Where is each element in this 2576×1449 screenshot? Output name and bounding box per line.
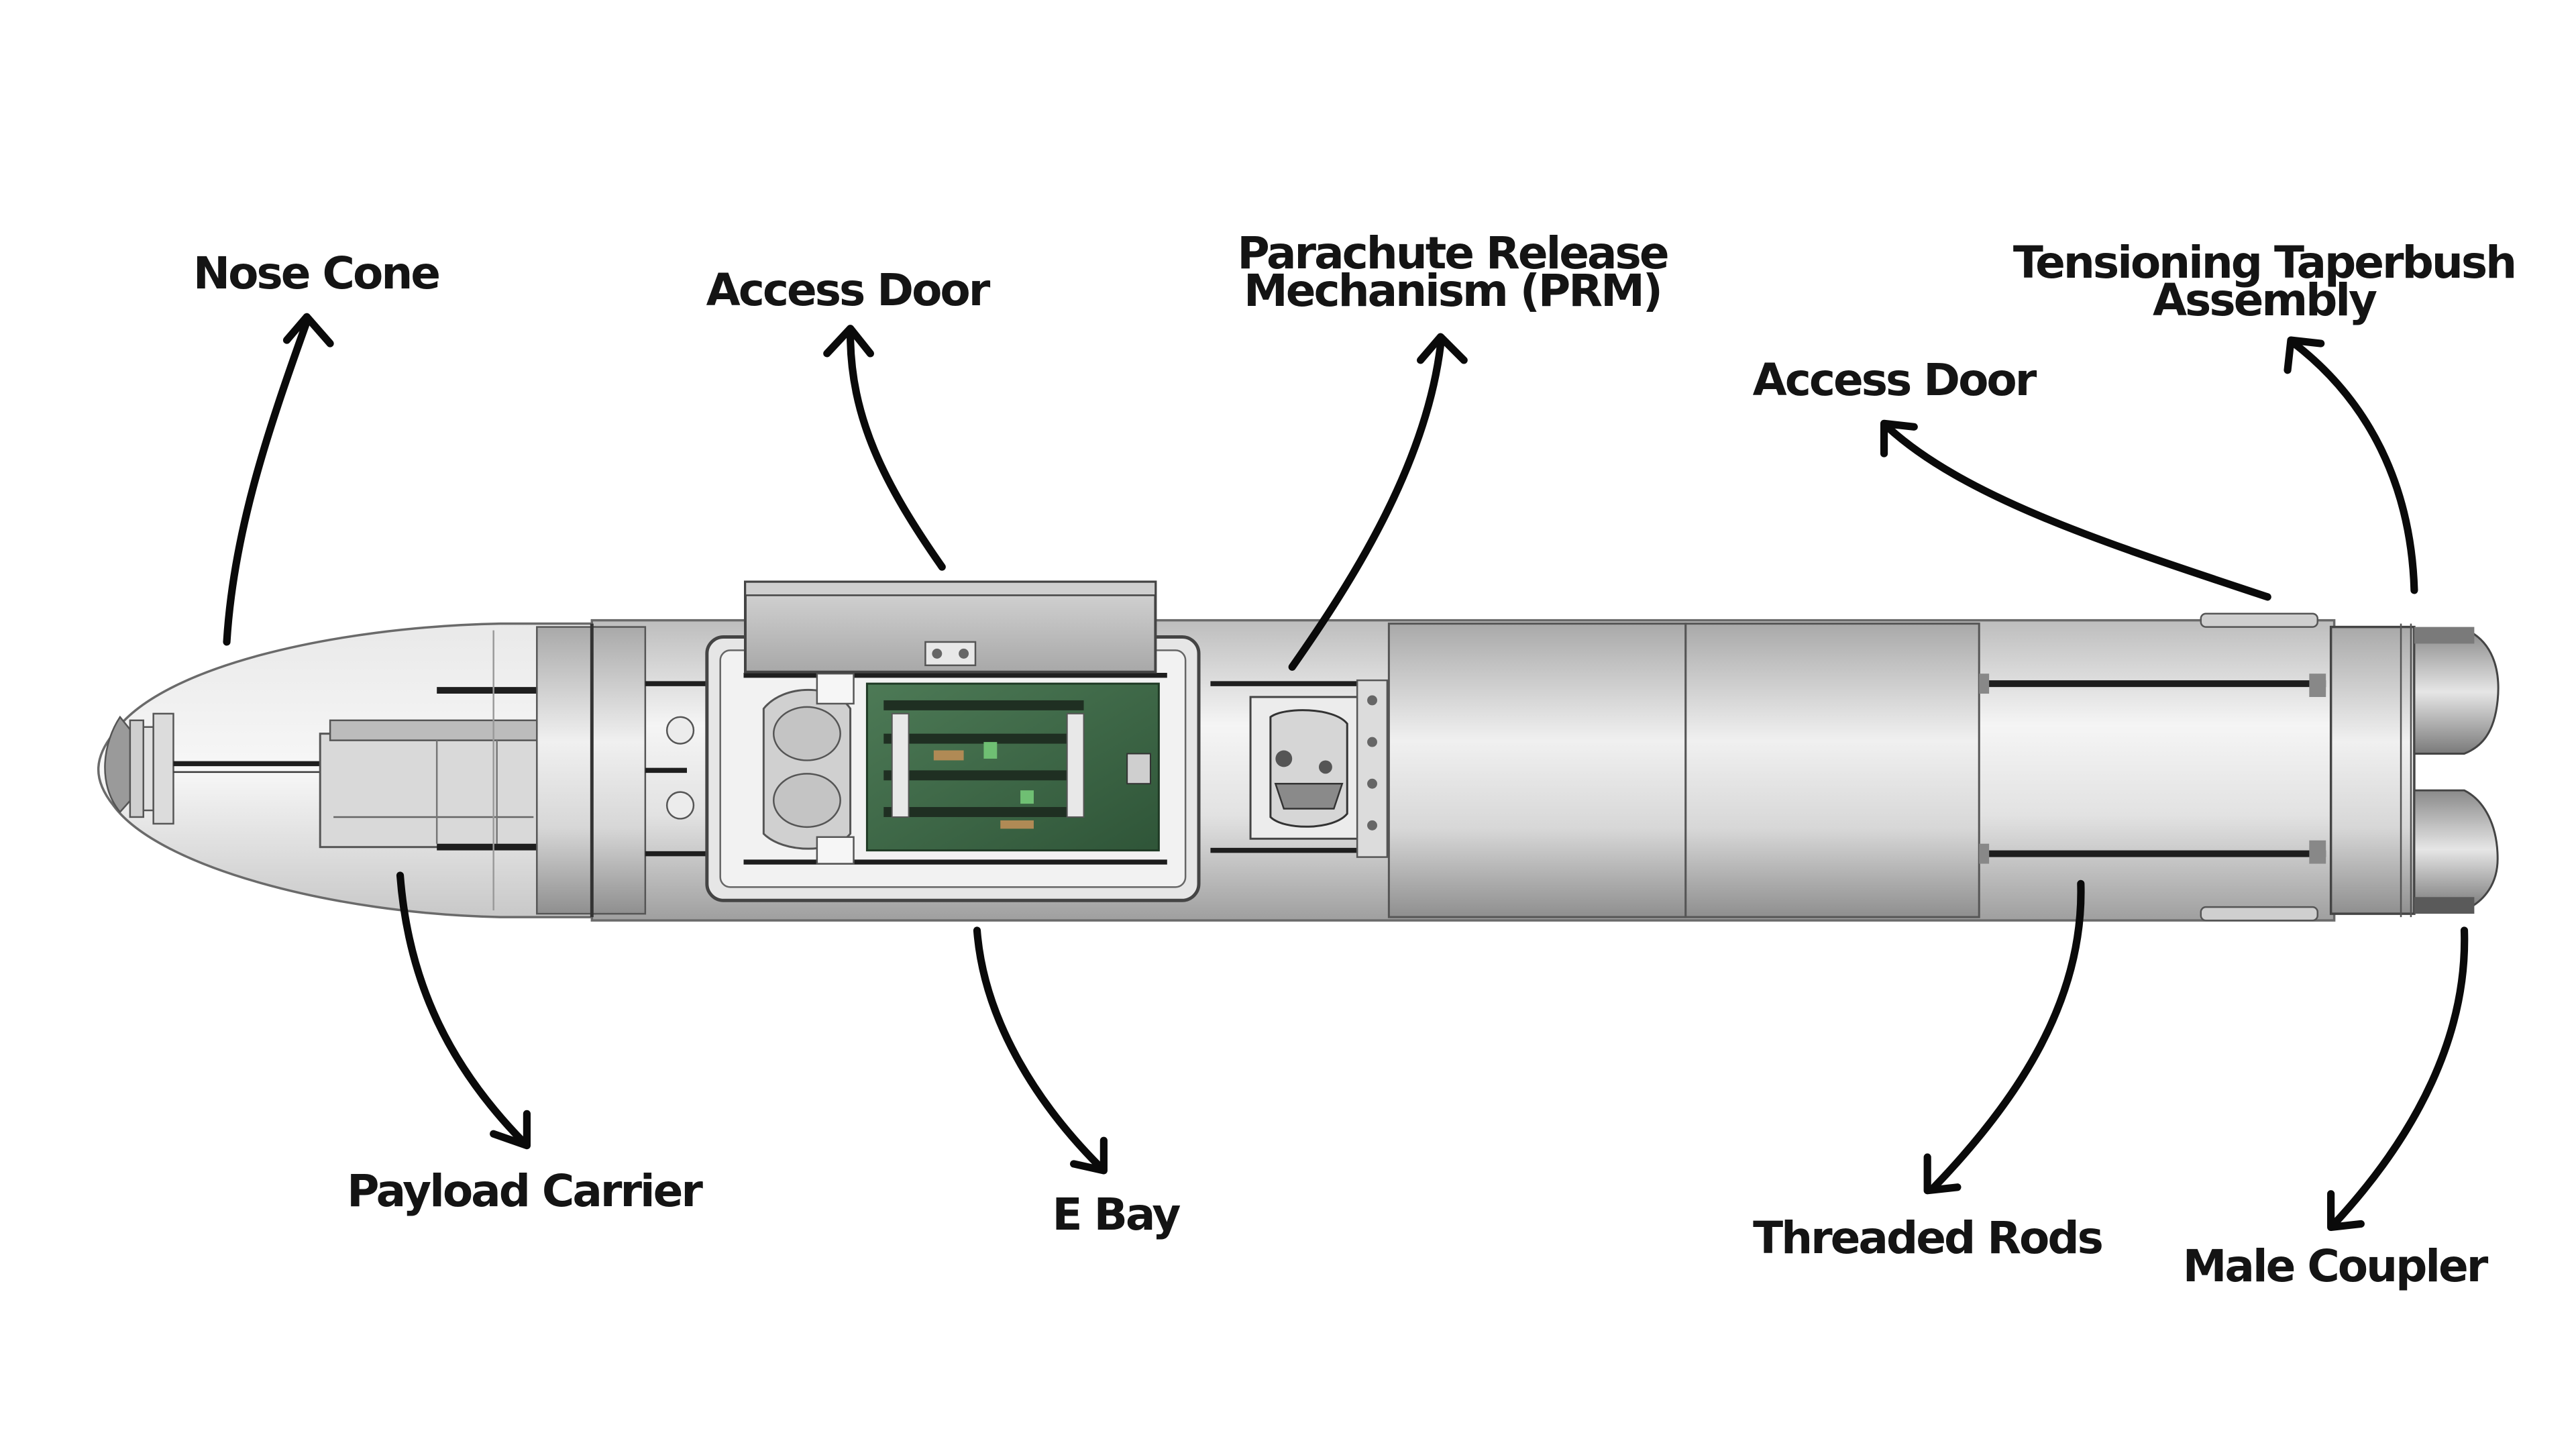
forward-access-door <box>744 580 1157 674</box>
label-prm: Parachute Release Mechanism (PRM) <box>1237 227 1669 317</box>
label-prm-line-2: Mechanism (PRM) <box>1244 265 1663 317</box>
e-bay-part <box>705 580 1201 902</box>
prm-part <box>1210 679 1389 858</box>
threaded-rods-part <box>1979 612 2326 922</box>
payload-carrier-part <box>319 719 547 849</box>
access-door-forward-arrow <box>823 325 946 571</box>
payload-carrier-arrow <box>396 871 531 1150</box>
label-access-door-aft: Access Door <box>1752 354 2037 406</box>
label-threaded-rods: Threaded Rods <box>1753 1212 2104 1264</box>
label-payload-carrier: Payload Carrier <box>347 1165 703 1217</box>
label-access-door-forward: Access Door <box>706 264 991 316</box>
nose-cone-part <box>97 622 594 918</box>
label-prm-line-1: Parachute Release <box>1237 227 1669 279</box>
prm-arrow <box>1288 333 1468 671</box>
label-tensioning-line-1: Tensioning Taperbush <box>2012 237 2517 288</box>
label-e-bay: E Bay <box>1052 1189 1181 1240</box>
e-bay-arrow <box>973 926 1108 1175</box>
nose-cone-arrow <box>223 313 334 646</box>
access-door-aft-arrow <box>1880 419 2271 601</box>
tensioning-taperbush-part <box>2329 623 2416 918</box>
label-nose-cone: Nose Cone <box>193 248 441 299</box>
threaded-rods-arrow <box>1923 879 2085 1195</box>
sleeve-sections <box>1387 623 1980 918</box>
label-male-coupler: Male Coupler <box>2182 1240 2489 1292</box>
tensioning-arrow <box>2284 336 2418 594</box>
male-coupler-part <box>2413 627 2500 914</box>
label-tensioning-taperbush: Tensioning Taperbush Assembly <box>2012 237 2517 326</box>
male-coupler-arrow <box>2327 926 2469 1232</box>
label-tensioning-line-2: Assembly <box>2152 274 2377 326</box>
